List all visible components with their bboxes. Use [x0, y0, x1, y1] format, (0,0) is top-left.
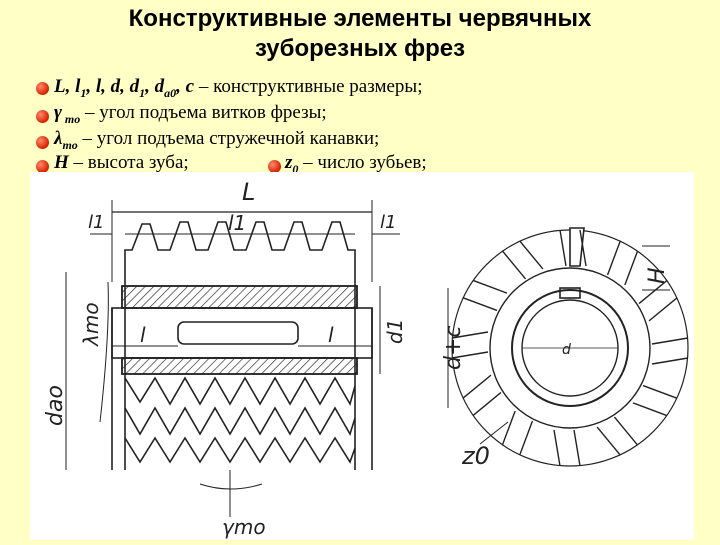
bullet-1-text: – конструктивные размеры; [198, 76, 423, 97]
bullet-dot-1 [36, 82, 49, 95]
label-d1: d1 [383, 319, 407, 344]
bullet-2-text: – угол подъема витков фрезы; [85, 102, 327, 123]
label-H: H [645, 267, 670, 284]
title-line-1: Конструктивные элементы червячных [128, 5, 592, 32]
bullet-4-text: – высота зуба; [73, 152, 189, 173]
label-l-right: l [328, 323, 334, 347]
keyway [177, 321, 299, 345]
label-d: d [562, 342, 571, 358]
label-dao: dao [43, 385, 68, 426]
bullet-dot-3 [36, 136, 49, 149]
title-line-2: зуборезных фрез [254, 35, 466, 62]
bullet-2: γ mo – угол подъема витков фрезы; [54, 102, 327, 126]
label-l1-mid: l1 [228, 211, 246, 235]
bullet-dot-2 [36, 110, 49, 123]
bullet-dot-5 [268, 160, 281, 173]
slide-title: Конструктивные элементы червячных зуборе… [0, 4, 720, 64]
bullet-4: H – высота зуба; [54, 152, 189, 173]
end-view: d [451, 227, 689, 467]
label-lambda: λmo [79, 302, 103, 347]
bore-section-top [121, 285, 358, 309]
bullet-5: z0 – число зубьев; [285, 152, 427, 176]
label-L: L [242, 178, 255, 206]
hob-cutter-drawing: L l1 l1 l1 l l d1 dao λmo γmo [30, 172, 694, 540]
bullet-3: λmo – угол подъема стружечной канавки; [54, 128, 380, 152]
thread-profile-top [124, 221, 356, 280]
thread-profile-bottom [124, 376, 356, 407]
bullet-5-text: – число зубьев; [303, 152, 427, 173]
bullet-1: L, l1, l, d, d1, da0, c – конструктивные… [54, 76, 423, 100]
label-d-plus-c: d+c [441, 326, 466, 371]
label-l1-right: l1 [380, 212, 396, 233]
label-l1-left: l1 [88, 212, 104, 233]
drawing-svg: L l1 l1 l1 l l d1 dao λmo γmo [43, 178, 689, 539]
bullet-dot-4 [36, 160, 49, 173]
label-gamma: γmo [222, 515, 266, 539]
bullet-3-text: – угол подъема стружечной канавки; [82, 128, 380, 149]
label-l-left: l [140, 323, 146, 347]
label-z0: z0 [461, 442, 490, 470]
